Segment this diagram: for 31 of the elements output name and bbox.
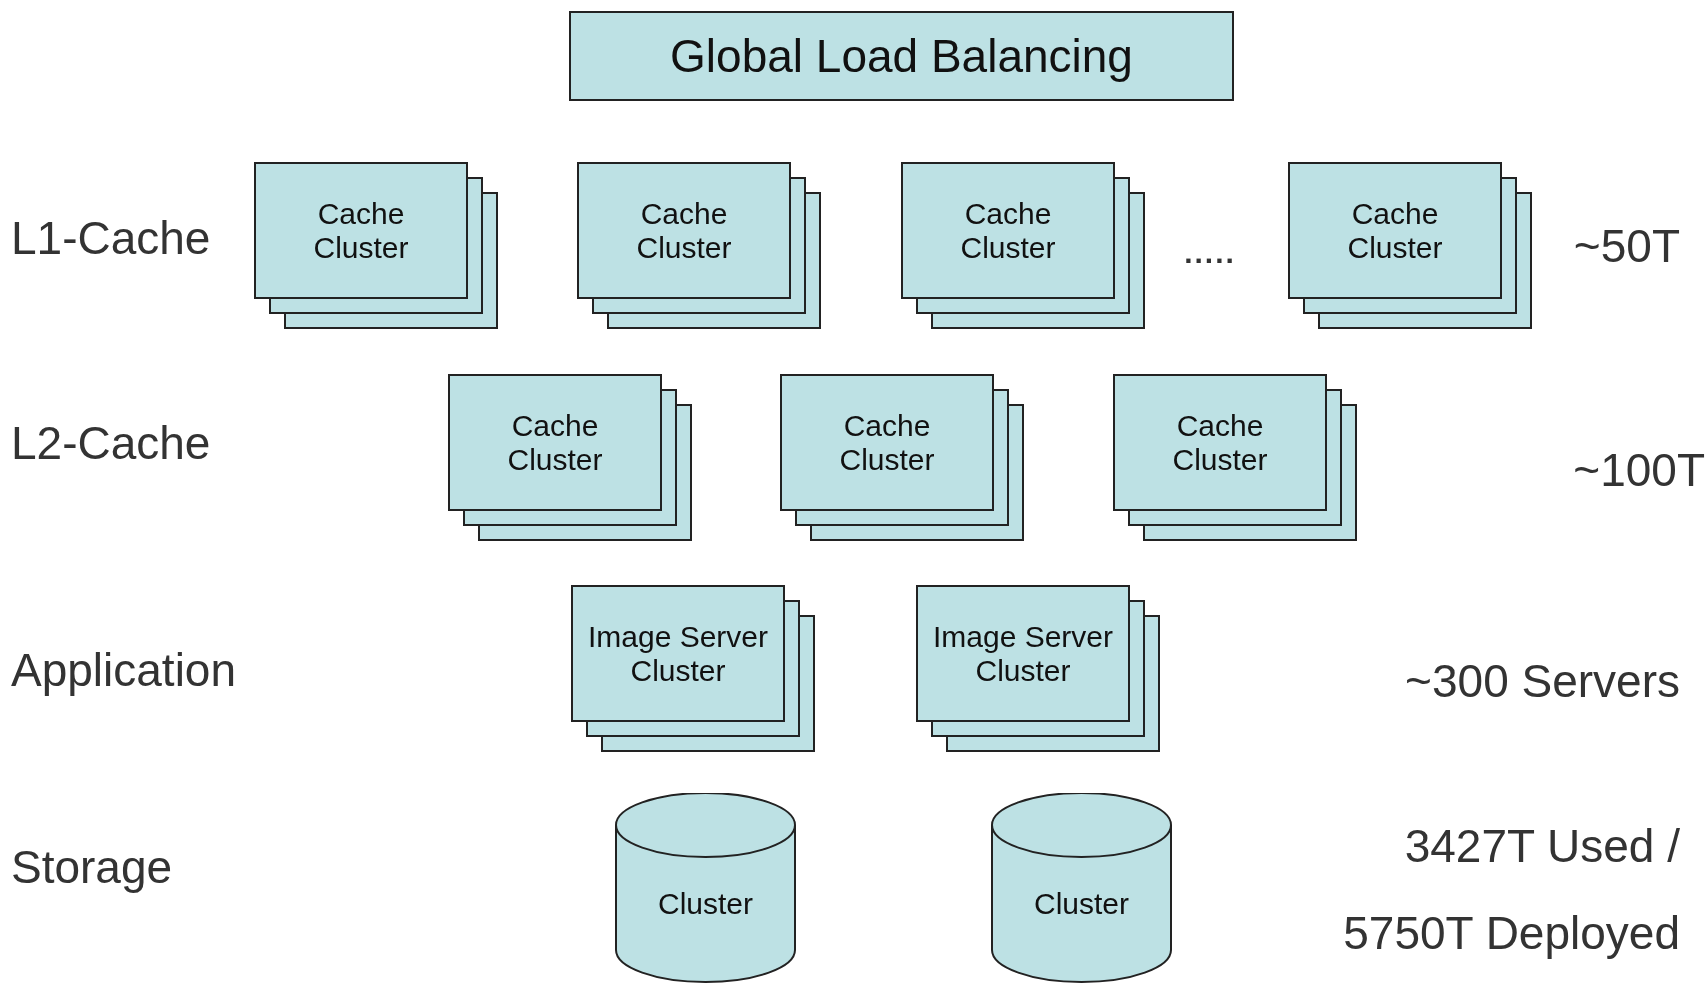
stacked-cluster-box — [448, 374, 692, 541]
cluster-label: Cache Cluster — [1171, 408, 1269, 477]
title-text: Global Load Balancing — [670, 29, 1133, 83]
capacity-label: ~50T — [1573, 223, 1680, 269]
storage-cylinder — [615, 793, 796, 983]
cluster-label: Cache Cluster — [1346, 196, 1444, 265]
stacked-cluster-box — [254, 162, 498, 329]
title-box — [569, 11, 1234, 101]
cluster-label: Cache Cluster — [312, 196, 410, 265]
stacked-cluster-box — [1288, 162, 1532, 329]
storage-cylinder — [991, 793, 1172, 983]
layer-label: L2-Cache — [11, 420, 211, 466]
stacked-cluster-box — [901, 162, 1145, 329]
ellipsis-text: ..... — [1184, 238, 1236, 268]
server-count-label: ~300 Servers — [1405, 658, 1680, 704]
cluster-label: Cache Cluster — [838, 408, 936, 477]
cluster-label: Cluster — [658, 887, 753, 921]
cluster-label: Cluster — [1034, 887, 1129, 921]
layer-label: L1-Cache — [11, 215, 211, 261]
cluster-label: Cache Cluster — [635, 196, 733, 265]
stacked-cluster-box — [780, 374, 1024, 541]
cluster-label: Cache Cluster — [506, 408, 604, 477]
capacity-label: ~100T — [1573, 447, 1705, 493]
cluster-label: Image Server Cluster — [586, 619, 770, 688]
stacked-cluster-box — [1113, 374, 1357, 541]
stacked-cluster-box — [577, 162, 821, 329]
storage-usage-label: 3427T Used / — [1404, 823, 1680, 869]
cluster-label: Image Server Cluster — [931, 619, 1115, 688]
cluster-label: Cache Cluster — [959, 196, 1057, 265]
stacked-cluster-box — [916, 585, 1160, 752]
stacked-cluster-box — [571, 585, 815, 752]
